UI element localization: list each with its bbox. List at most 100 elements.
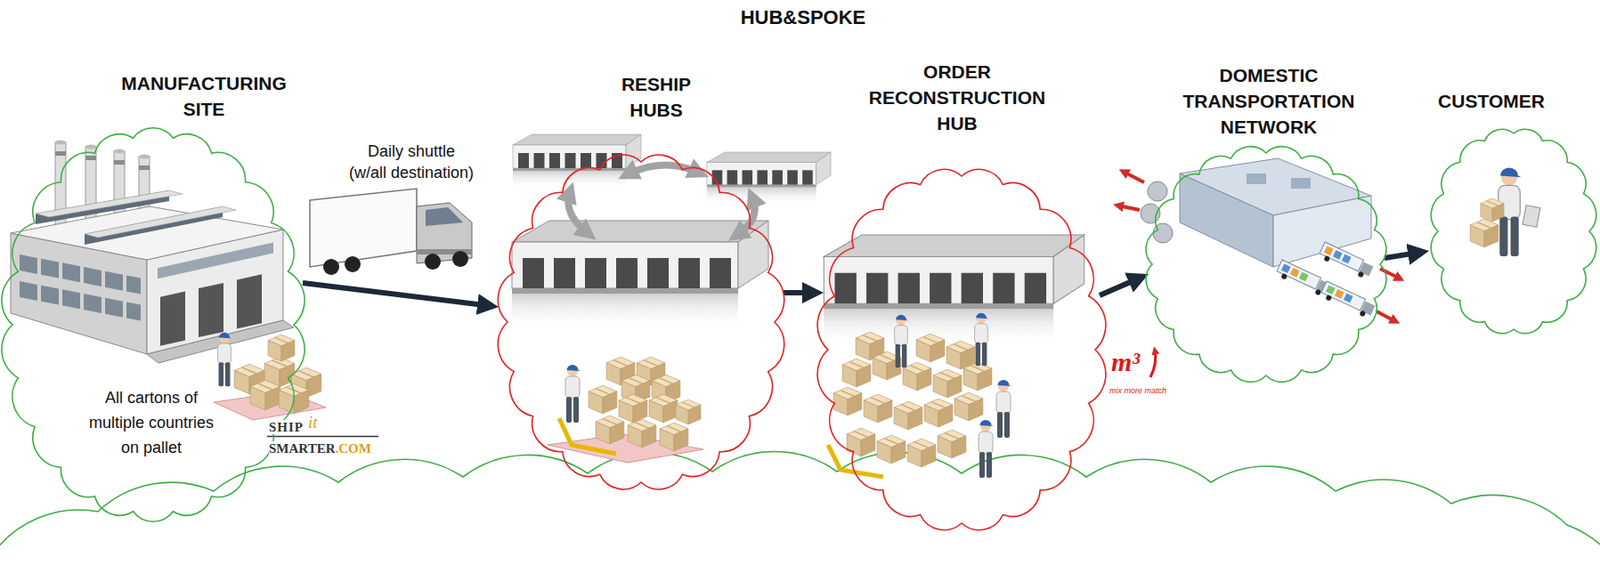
factory-icon-part-part — [105, 271, 123, 292]
reconstruction-cartons-part — [828, 445, 884, 478]
reship-cartons-part — [595, 415, 625, 445]
reship-cartons-part — [649, 394, 678, 423]
node-heading-holder: CUSTOMER — [1431, 88, 1552, 114]
logo-text: it — [308, 413, 318, 432]
factory-icon-part — [138, 165, 150, 171]
reconstruction-cartons-part — [954, 392, 983, 422]
distribution-center-part-part — [1276, 259, 1321, 290]
node-body-holder: All cartons of multiple countries on pal… — [83, 385, 220, 461]
distribution-center-part — [1380, 268, 1400, 279]
logo-text-holder: .COM — [334, 439, 371, 459]
factory-icon-part — [113, 149, 125, 155]
distribution-center-part — [1179, 173, 1274, 268]
flow-arrow — [1384, 252, 1419, 259]
diagram-title-holder: HUB&SPOKE — [660, 3, 946, 32]
node-heading: MANUFACTURING SITE — [121, 73, 286, 120]
node-heading: DOMESTIC TRANSPORTATION NETWORK — [1183, 64, 1356, 138]
factory-icon-part — [84, 206, 236, 238]
factory-icon-part-part — [83, 293, 102, 314]
factory-icon-part-part — [62, 262, 81, 283]
truck-icon-part — [309, 188, 417, 268]
cloud-outline-path — [1430, 129, 1596, 333]
factory-icon-part-part — [105, 298, 123, 318]
distribution-center-part — [1291, 178, 1311, 189]
distribution-center-part-part — [1290, 268, 1300, 278]
node-heading: ORDER RECONSTRUCTION HUB — [869, 61, 1046, 134]
distribution-center-part-part — [1334, 289, 1345, 300]
factory-icon-part — [55, 151, 66, 156]
reconstruction-warehouse-part — [823, 235, 1084, 346]
logo-rule — [267, 436, 379, 438]
distribution-center-part-part — [1343, 293, 1354, 304]
distribution-center-part-part — [1281, 263, 1292, 274]
reship-cartons — [547, 357, 704, 463]
reconstruction-cartons-part — [863, 394, 893, 423]
reship-warehouses-part — [511, 220, 769, 330]
distribution-center-part-part — [1280, 273, 1288, 281]
reconstruction-cartons-part — [894, 315, 910, 368]
factory-icon-part-part — [62, 289, 81, 309]
distribution-center-part-part — [1332, 250, 1343, 260]
reconstruction-warehouse — [823, 235, 1084, 346]
distribution-center-part — [1376, 311, 1396, 322]
distribution-center-part-part — [1356, 270, 1365, 278]
factory-icon-part-part — [40, 259, 59, 279]
reconstruction-cartons-part — [1150, 350, 1156, 378]
diagram-title: HUB&SPOKE — [740, 6, 867, 29]
reconstruction-cartons-part — [877, 435, 906, 464]
factory-icon-part-part — [19, 281, 38, 301]
reconstruction-cartons-part — [978, 420, 994, 479]
logo-text: m³ — [1111, 347, 1140, 377]
factory-icon-part-part — [19, 254, 38, 275]
truck-icon-part — [424, 253, 441, 270]
distribution-center-part — [1118, 205, 1140, 211]
background-cloud-part — [0, 451, 1600, 573]
reconstruction-cartons-part — [946, 341, 975, 370]
flow-arrow — [1099, 278, 1139, 296]
cloud-node: MANUFACTURING SITE All cartons of multipl… — [1, 48, 303, 544]
logo-text-holder: SMARTER — [268, 439, 335, 459]
distribution-center-part — [1153, 223, 1173, 244]
customer-icon-part — [1522, 205, 1541, 228]
reship-warehouses-part — [568, 192, 588, 234]
distribution-center-part-part — [1321, 281, 1365, 311]
factory-icon-part — [113, 160, 125, 165]
distribution-center-part-part — [1325, 284, 1336, 295]
reconstruction-cartons-part — [996, 380, 1012, 439]
reship-cartons-part — [565, 365, 581, 423]
node-heading-holder: DOMESTIC TRANSPORTATION NETWORK — [1173, 62, 1365, 140]
reconstruction-cartons-part — [846, 428, 876, 457]
reconstruction-cartons-part — [933, 369, 962, 398]
factory-icon-part-part — [126, 301, 141, 321]
distribution-center-part-part — [1299, 272, 1309, 283]
reconstruction-cartons-part — [833, 387, 862, 416]
distribution-center-part — [1273, 195, 1372, 268]
reconstruction-cartons-part — [893, 401, 923, 431]
reship-warehouses-part — [512, 134, 642, 189]
background-cloud — [0, 451, 1600, 573]
logo-text-holder: mix more match — [1109, 381, 1167, 398]
node-body: All cartons of multiple countries on pal… — [89, 389, 214, 457]
distribution-center-part-part — [1323, 255, 1331, 263]
node-heading: CUSTOMER — [1437, 90, 1545, 112]
factory-icon-part-part — [198, 283, 224, 338]
carton-pallet-part — [278, 383, 309, 415]
cloud-outline-path — [1145, 146, 1387, 383]
truck-icon-part — [452, 251, 469, 268]
logo-text: SMARTER — [268, 441, 335, 456]
distribution-center-part-part — [1323, 245, 1334, 256]
node-heading: RESHIP HUBS — [621, 73, 691, 121]
distribution-center-part-part — [1358, 309, 1366, 317]
distribution-center-part — [1140, 203, 1161, 224]
distribution-center-part — [1147, 181, 1168, 202]
distribution-center-part — [1246, 173, 1267, 185]
reconstruction-cartons-part — [907, 438, 936, 468]
edge-label-holder: Daily shuttle (w/all destination) — [348, 140, 476, 184]
logo-text-holder: it — [308, 410, 318, 435]
truck-icon-part — [425, 207, 463, 227]
carton-pallet — [213, 332, 374, 438]
cloud-outline — [1, 48, 303, 544]
cloud-outline — [498, 55, 784, 499]
cloud-node: ORDER RECONSTRUCTION HUB — [823, 51, 1100, 504]
